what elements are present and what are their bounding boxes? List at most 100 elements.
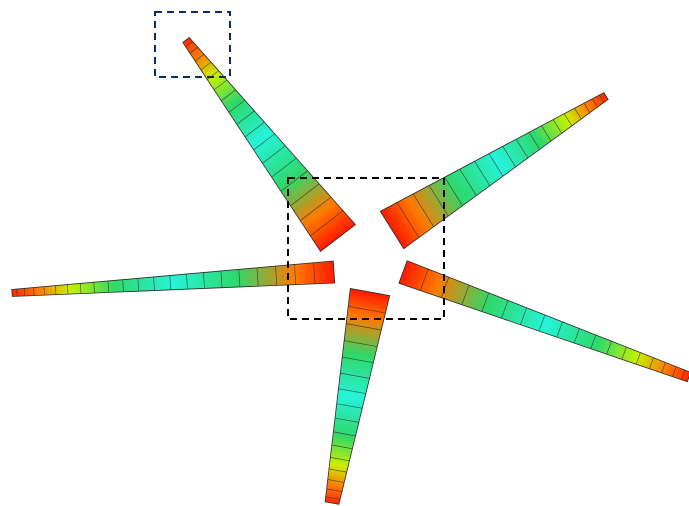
blade-panel-line: [556, 321, 563, 338]
blade-panel-line: [599, 94, 605, 103]
blade-panel-line: [649, 357, 654, 369]
blade-panel-line: [330, 457, 350, 462]
blade-panel-line: [334, 417, 359, 423]
blade-panel-line: [621, 346, 627, 360]
blade-panel-line: [419, 268, 429, 291]
blade-panel-line: [428, 185, 449, 217]
blade-panel-line: [552, 119, 563, 134]
blade-panel-line: [79, 283, 82, 294]
tip-detail-box: [154, 11, 231, 78]
blade-right: [398, 260, 689, 383]
blade-panel-line: [528, 132, 541, 150]
blade-panel-line: [186, 274, 188, 290]
blade-panel-line: [590, 334, 597, 349]
blade-top-left: [182, 37, 357, 252]
blade-panel-line: [325, 496, 341, 500]
blade-panel-line: [488, 153, 504, 177]
blade-panel-line: [194, 53, 205, 62]
blade-panel-line: [474, 161, 491, 186]
blade-panel-line: [538, 314, 546, 332]
blade-panel-line: [54, 285, 57, 295]
blade-panel-line: [213, 79, 228, 91]
blade-panel-line: [606, 341, 612, 355]
blade-panel-line: [592, 98, 598, 108]
blade-panel-line: [253, 133, 275, 151]
blade-panel-line: [137, 278, 140, 292]
blade-panel-line: [338, 388, 366, 394]
blade-panel-line: [501, 300, 509, 319]
blade-panel-line: [275, 266, 278, 286]
blade-panel-line: [256, 267, 259, 287]
blade-panel-line: [271, 157, 297, 178]
blade-panel-line: [635, 352, 641, 365]
blade-panel-line: [348, 305, 386, 314]
blade-panel-line: [412, 193, 435, 227]
blade-panel-line: [43, 286, 45, 296]
blade-panel-line: [228, 99, 246, 113]
blade-panel-line: [207, 70, 219, 80]
blade-panel-line: [294, 264, 297, 285]
blade-panel-line: [344, 340, 378, 347]
blade-panel-line: [459, 168, 477, 196]
blade-panel-line: [107, 280, 110, 293]
blade-panel-line: [672, 366, 677, 377]
blade-panel-line: [520, 307, 528, 325]
blade-panel-line: [280, 170, 308, 192]
blade-panel-line: [236, 110, 255, 125]
blade-panel-line: [328, 468, 347, 473]
blade-panel-line: [300, 196, 332, 221]
blade-panel-line: [396, 202, 420, 238]
blade-panel-line: [661, 362, 666, 374]
blade-panel-line: [262, 145, 286, 164]
blade-panel-line: [340, 372, 370, 379]
blade-panel-line: [220, 270, 223, 288]
blade-panel-line: [327, 479, 345, 483]
blade-panel-line: [189, 46, 198, 54]
blade-panel-line: [336, 403, 363, 409]
blade-panel-line: [290, 183, 320, 207]
blade-panel-line: [461, 284, 470, 305]
blade-panel-line: [310, 210, 344, 237]
blade-panel-line: [502, 146, 516, 168]
highlight-boxes-group: [154, 11, 445, 320]
blade-surface: [379, 92, 609, 250]
blade-panel-line: [244, 121, 265, 138]
blade-panel-line: [169, 275, 172, 290]
blade-panel-line: [326, 488, 343, 492]
blade-panel-line: [346, 323, 382, 331]
blade-panel-line: [221, 89, 236, 102]
blade-panel-line: [541, 125, 552, 142]
blades-group: [11, 37, 689, 505]
blade-surface: [182, 37, 357, 252]
blade-left: [11, 260, 336, 297]
blade-panel-line: [342, 356, 374, 364]
blade-panel-line: [574, 108, 582, 120]
blade-surface: [398, 260, 689, 383]
blade-panel-line: [331, 444, 353, 450]
blade-panel-line: [583, 102, 591, 113]
blade-panel-line: [93, 282, 95, 294]
blade-panel-line: [563, 113, 573, 127]
blade-panel-line: [238, 269, 241, 287]
blade-panel-line: [200, 61, 212, 71]
blade-panel-line: [573, 328, 580, 344]
blade-bottom: [324, 287, 391, 505]
blade-panel-line: [681, 369, 686, 380]
blade-surface: [11, 260, 336, 297]
blade-panel-line: [333, 431, 356, 437]
blade-panel-line: [153, 276, 155, 291]
blade-panel-line: [515, 139, 529, 159]
blade-panel-line: [203, 272, 205, 289]
blade-panel-line: [444, 177, 463, 206]
hub-detail-box: [287, 177, 445, 320]
blade-panel-line: [440, 277, 450, 298]
blade-panel-line: [481, 292, 490, 312]
blade-panel-line: [185, 41, 193, 47]
blade-panel-line: [67, 284, 69, 295]
blade-panel-line: [313, 262, 316, 284]
blade-surface: [324, 287, 391, 505]
blade-top-right: [379, 92, 609, 250]
blade-panel-line: [33, 287, 35, 296]
